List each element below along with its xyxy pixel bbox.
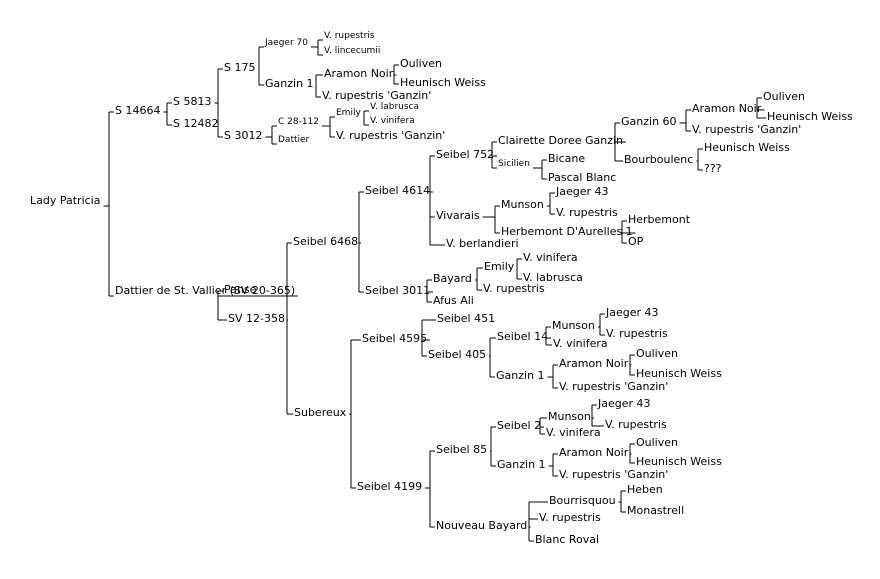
node-pascal-blanc: Pascal Blanc [548, 171, 617, 184]
node-s-14664: S 14664 [115, 104, 161, 117]
node-heben: Heben [627, 483, 663, 496]
node-seibel-451: Seibel 451 [437, 312, 496, 325]
node-ganzin-1: Ganzin 1 [496, 369, 545, 382]
node-v-rupestris: V. rupestris [539, 511, 601, 524]
node-heunisch-weiss: Heunisch Weiss [636, 367, 722, 380]
node-v-labrusca: V. labrusca [370, 102, 420, 112]
node-ganzin-1: Ganzin 1 [265, 77, 314, 90]
node-s-12482: S 12482 [173, 117, 219, 130]
node-bayard: Bayard [433, 272, 472, 285]
node-herbemont-d-aurelles-1: Herbemont D'Aurelles 1 [501, 225, 633, 238]
node-aramon-noir: Aramon Noir [559, 446, 629, 459]
node-v-vinifera: V. vinifera [370, 116, 415, 126]
node-seibel-4595: Seibel 4595 [362, 332, 428, 345]
node-s-5813: S 5813 [173, 95, 212, 108]
node-ganzin-1: Ganzin 1 [497, 458, 546, 471]
node-emily: Emily [336, 108, 361, 118]
node-panse: Panse [224, 283, 257, 296]
node-ganzin-60: Ganzin 60 [621, 115, 677, 128]
node-herbemont: Herbemont [628, 213, 691, 226]
node-v-rupestris: V. rupestris [606, 327, 668, 340]
node-jaeger-43: Jaeger 43 [606, 306, 659, 319]
node-v-rupestris: V. rupestris [324, 31, 375, 41]
node-jaeger-70: Jaeger 70 [265, 38, 308, 48]
node-v-rupestris: V. rupestris [605, 418, 667, 431]
node-v-rupestris: V. rupestris [556, 206, 618, 219]
node-ouliven: Ouliven [400, 57, 442, 70]
node-c-28-112: C 28-112 [278, 117, 320, 127]
node-seibel-6468: Seibel 6468 [293, 235, 359, 248]
node-bourboulenc: Bourboulenc [624, 153, 694, 166]
node-aramon-noir: Aramon Noir [324, 67, 394, 80]
node-v-vinifera: V. vinifera [546, 426, 601, 439]
node-sicilien: Sicilien [498, 159, 530, 169]
node-sv-12-358: SV 12-358 [228, 312, 285, 325]
node-seibel-2: Seibel 2 [497, 419, 542, 432]
node-v-rupestris-ganzin: V. rupestris 'Ganzin' [559, 380, 669, 393]
node-jaeger-43: Jaeger 43 [556, 185, 609, 198]
node-s-175: S 175 [224, 61, 256, 74]
node-munson: Munson [552, 319, 595, 332]
node-seibel-4614: Seibel 4614 [365, 184, 431, 197]
node-seibel-3011: Seibel 3011 [365, 284, 431, 297]
node-bicane: Bicane [548, 152, 586, 165]
node-monastrell: Monastrell [627, 504, 685, 517]
node-op: OP [628, 235, 644, 248]
node-ouliven: Ouliven [636, 347, 678, 360]
node-seibel-405: Seibel 405 [428, 348, 487, 361]
node-aramon-noir: Aramon Noir [692, 102, 762, 115]
node-vivarais: Vivarais [436, 209, 480, 222]
node-seibel-4199: Seibel 4199 [357, 480, 423, 493]
node-v-rupestris-ganzin: V. rupestris 'Ganzin' [692, 123, 802, 136]
node-afus-ali: Afus Ali [433, 294, 474, 307]
node-v-labrusca: V. labrusca [523, 271, 583, 284]
node-heunisch-weiss: Heunisch Weiss [636, 455, 722, 468]
node-s-3012: S 3012 [224, 129, 263, 142]
node-clairette-doree-ganzin: Clairette Doree Ganzin [498, 134, 624, 147]
node-jaeger-43: Jaeger 43 [598, 397, 651, 410]
node-subereux: Subereux [294, 406, 347, 419]
node-seibel-85: Seibel 85 [436, 443, 488, 456]
node-dattier-de-st-vallier-sv-20-365: Dattier de St. Vallier (SV 20-365) [115, 284, 296, 297]
node-ouliven: Ouliven [636, 436, 678, 449]
node-munson: Munson [501, 198, 544, 211]
node-v-rupestris-ganzin: V. rupestris 'Ganzin' [559, 468, 669, 481]
node-aramon-noir: Aramon Noir [559, 357, 629, 370]
node-lady-patricia: Lady Patricia [30, 194, 101, 207]
node-: ??? [704, 162, 722, 175]
node-munson: Munson [548, 410, 591, 423]
node-heunisch-weiss: Heunisch Weiss [400, 76, 486, 89]
node-dattier: Dattier [278, 135, 310, 145]
node-v-lincecumii: V. lincecumii [324, 46, 381, 56]
node-nouveau-bayard: Nouveau Bayard [436, 519, 528, 532]
node-heunisch-weiss: Heunisch Weiss [767, 110, 853, 123]
node-seibel-14: Seibel 14 [497, 330, 549, 343]
node-v-vinifera: V. vinifera [523, 251, 578, 264]
node-heunisch-weiss: Heunisch Weiss [704, 141, 790, 154]
node-bourrisquou: Bourrisquou [549, 494, 616, 507]
node-blanc-roval: Blanc Roval [535, 533, 600, 546]
node-v-rupestris-ganzin: V. rupestris 'Ganzin' [336, 129, 446, 142]
node-v-rupestris-ganzin: V. rupestris 'Ganzin' [322, 89, 432, 102]
node-ouliven: Ouliven [763, 90, 805, 103]
node-emily: Emily [484, 260, 515, 273]
node-seibel-752: Seibel 752 [436, 148, 495, 161]
node-v-vinifera: V. vinifera [553, 337, 608, 350]
node-v-rupestris: V. rupestris [483, 282, 545, 295]
node-v-berlandieri: V. berlandieri [446, 237, 519, 250]
